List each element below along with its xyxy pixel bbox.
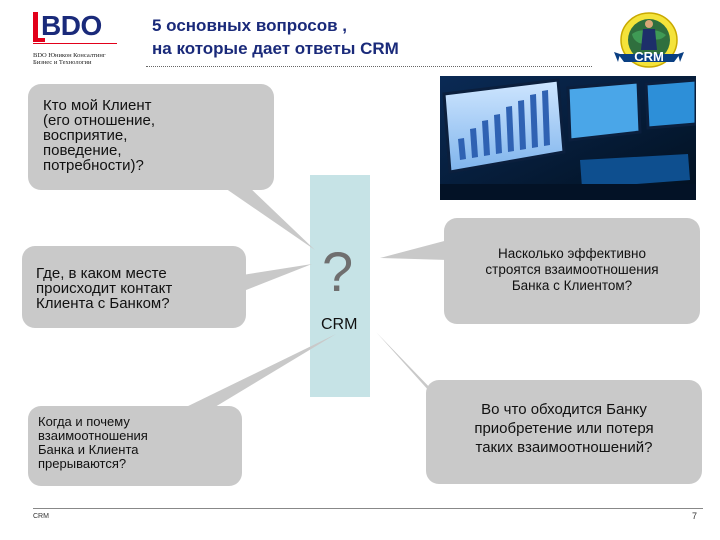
question-bubble-cost — [426, 380, 702, 484]
crm-badge-icon: CRM — [614, 12, 684, 68]
bubble-line: Когда и почему — [38, 414, 130, 429]
bubble-line: Насколько эффективно — [497, 246, 647, 261]
question-bubble-who-client — [28, 84, 274, 190]
badge-text: CRM — [634, 49, 664, 64]
logo-bracket — [33, 12, 45, 42]
question-when-break-text: Когда и почему взаимоотношения Банка и К… — [38, 415, 148, 471]
question-who-client-text: Кто мой Клиент (его отношение, восприяти… — [43, 98, 155, 173]
footer-divider — [33, 508, 703, 509]
slide-title-line2: на которые дает ответы CRM — [152, 39, 399, 58]
question-mark-icon: ? — [322, 240, 354, 303]
bubble-line: Кто мой Клиент — [43, 97, 152, 114]
bubble-line: потребности)? — [43, 157, 144, 174]
bubble-tail-4 — [380, 240, 448, 260]
bubble-line: таких взаимоотношений? — [475, 439, 653, 456]
bubble-tail-3 — [180, 334, 336, 410]
question-bubble-where-contact — [22, 246, 246, 328]
logo-subtitle: BDO Юникон Консалтинг Бизнес и Технологи… — [33, 52, 133, 66]
bubble-line: Банка и Клиента — [38, 442, 139, 457]
bubble-line: восприятие, — [43, 127, 128, 144]
bubble-line: взаимоотношения — [38, 428, 148, 443]
crm-center-label: CRM — [321, 316, 358, 333]
logo-underline — [33, 43, 117, 44]
question-bubble-when-break — [28, 406, 242, 486]
title-divider — [146, 66, 592, 67]
question-how-effective-text: Насколько эффективно строятся взаимоотно… — [448, 246, 696, 294]
question-bubble-how-effective — [444, 218, 700, 324]
footer-label: CRM — [33, 513, 49, 520]
bubble-tail-2 — [236, 264, 312, 294]
bdo-logo: BDO — [33, 10, 117, 42]
question-cost-text: Во что обходится Банку приобретение или … — [430, 400, 698, 457]
question-where-contact-text: Где, в каком месте происходит контакт Кл… — [36, 266, 172, 311]
bubble-line: Клиента с Банком? — [36, 295, 170, 312]
bubble-line: поведение, — [43, 142, 122, 159]
bubble-line: приобретение или потеря — [474, 420, 654, 437]
logo-text: BDO — [41, 10, 102, 41]
bubble-line: (его отношение, — [43, 112, 156, 129]
slide-title: 5 основных вопросов , на которые дает от… — [152, 14, 399, 60]
crm-column — [310, 175, 370, 397]
logo-subtitle-line2: Бизнес и Технологии — [33, 59, 92, 66]
slide-title-line1: 5 основных вопросов , — [152, 16, 348, 35]
logo-subtitle-line1: BDO Юникон Консалтинг — [33, 52, 106, 59]
bubble-line: Банка с Клиентом? — [511, 278, 633, 293]
page-number: 7 — [692, 511, 698, 521]
bubble-line: прерываются? — [38, 456, 127, 471]
bubble-line: происходит контакт — [36, 280, 173, 297]
bubble-line: строятся взаимоотношения — [485, 262, 659, 277]
bubble-tail-1 — [222, 186, 315, 250]
bubble-line: Где, в каком месте — [36, 265, 167, 282]
bubble-line: Во что обходится Банку — [481, 401, 647, 418]
monitors-photo — [440, 76, 696, 200]
